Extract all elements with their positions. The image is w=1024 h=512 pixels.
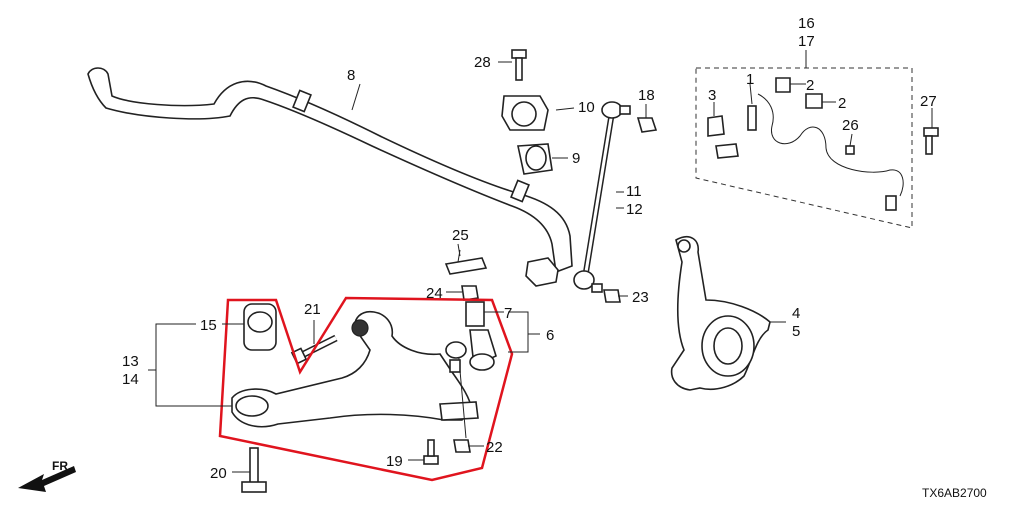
self-locking-nut-22[interactable] <box>453 439 471 453</box>
lower-arm-compliance-bushing[interactable] <box>243 303 277 351</box>
callout-6: 6 <box>546 327 554 344</box>
flange-bolt-28[interactable] <box>511 49 527 81</box>
wheel-sensor-assembly[interactable] <box>695 67 913 229</box>
callout-28: 28 <box>474 54 491 71</box>
self-locking-nut-18[interactable] <box>636 117 658 133</box>
bolt-27[interactable] <box>923 127 939 155</box>
callout-4: 4 <box>792 305 800 322</box>
callout-25: 25 <box>452 227 469 244</box>
front-direction-arrow: FR. <box>18 459 76 492</box>
stabilizer-bushing[interactable] <box>517 143 553 175</box>
callout-20: 20 <box>210 465 227 482</box>
callout-27: 27 <box>920 93 937 110</box>
ball-joint-bolt[interactable] <box>445 341 467 439</box>
diagram-code: TX6AB2700 <box>922 486 987 500</box>
callout-12: 12 <box>626 201 643 218</box>
flange-bolt-19[interactable] <box>423 439 439 465</box>
bracket-25[interactable] <box>444 249 488 275</box>
callout-1: 1 <box>746 71 754 88</box>
callout-2b: 2 <box>838 95 846 112</box>
direction-label: FR. <box>52 459 71 473</box>
leader-lines <box>148 50 933 473</box>
callout-3: 3 <box>708 87 716 104</box>
callout-2a: 2 <box>806 77 814 94</box>
callout-5: 5 <box>792 323 800 340</box>
stabilizer-bar[interactable] <box>87 67 573 287</box>
callout-15: 15 <box>200 317 217 334</box>
callout-23: 23 <box>632 289 649 306</box>
flange-nut-24[interactable] <box>461 285 479 301</box>
callout-labels: 1 2 2 3 4 5 6 7 8 9 10 11 12 13 14 15 16… <box>122 15 937 482</box>
callout-8: 8 <box>347 67 355 84</box>
callout-21: 21 <box>304 301 321 318</box>
stabilizer-holder[interactable] <box>501 95 549 131</box>
stabilizer-link[interactable] <box>573 101 631 293</box>
callout-17: 17 <box>798 33 815 50</box>
callout-9: 9 <box>572 150 580 167</box>
flange-bolt-20[interactable] <box>241 447 267 493</box>
callout-26: 26 <box>842 117 859 134</box>
front-lower-arm[interactable] <box>231 310 479 428</box>
highlight-outline <box>218 296 514 482</box>
steering-knuckle[interactable] <box>670 236 771 391</box>
callout-19: 19 <box>386 453 403 470</box>
callout-10: 10 <box>578 99 595 116</box>
callout-24: 24 <box>426 285 443 302</box>
callout-18: 18 <box>638 87 655 104</box>
callout-11: 11 <box>626 183 642 200</box>
callout-16: 16 <box>798 15 815 32</box>
callout-14: 14 <box>122 371 139 388</box>
callout-7: 7 <box>504 305 512 322</box>
ball-joint[interactable] <box>465 301 497 371</box>
callout-22: 22 <box>486 439 503 456</box>
callout-13: 13 <box>122 353 139 370</box>
self-locking-nut-23[interactable] <box>603 289 621 303</box>
